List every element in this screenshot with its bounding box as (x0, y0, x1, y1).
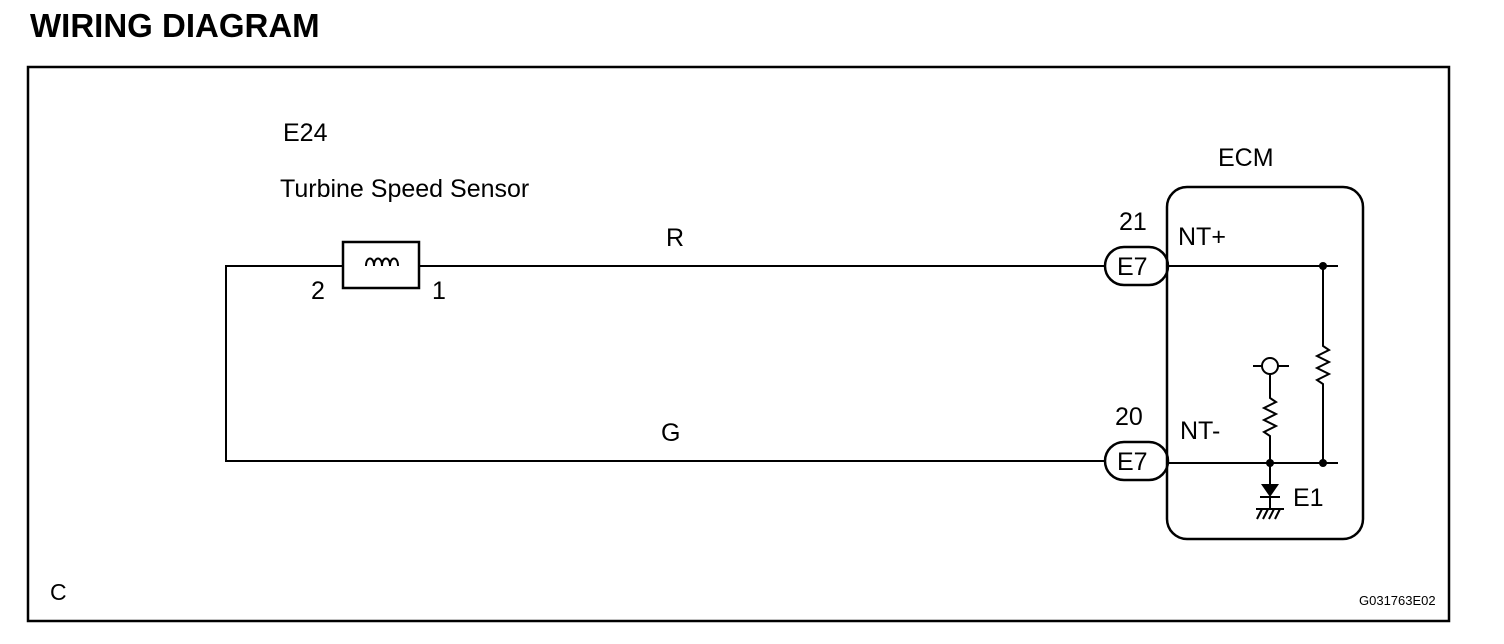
wire-color-top: R (666, 224, 684, 252)
connector-top-label: E7 (1117, 253, 1148, 281)
coil-icon (365, 257, 399, 267)
resistor-icon (1261, 374, 1279, 463)
ecm-box (1165, 185, 1365, 541)
connector-top-pin: 21 (1119, 208, 1147, 236)
sensor-name: Turbine Speed Sensor (280, 175, 529, 203)
diode-icon (1261, 484, 1279, 497)
ecm-terminal-minus: NT- (1180, 417, 1220, 445)
figure-ref-code: G031763E02 (1359, 593, 1436, 608)
ground-label: E1 (1293, 484, 1324, 512)
wire-color-bottom: G (661, 419, 680, 447)
connector-bottom-label: E7 (1117, 448, 1148, 476)
ground-icon (1256, 508, 1284, 520)
page-title: WIRING DIAGRAM (30, 7, 320, 44)
wire-g (225, 265, 1106, 462)
sensor-code: E24 (283, 119, 328, 147)
ecm-terminal-plus: NT+ (1178, 223, 1226, 251)
ecm-label: ECM (1218, 144, 1274, 172)
resistor-icon (1314, 266, 1332, 463)
sensor-pin-left: 2 (311, 277, 325, 305)
power-supply-icon (1261, 357, 1279, 375)
sensor-pin-right: 1 (432, 277, 446, 305)
corner-label: C (50, 579, 67, 605)
diagram-frame (26, 65, 1451, 623)
connector-bottom-pin: 20 (1115, 403, 1143, 431)
